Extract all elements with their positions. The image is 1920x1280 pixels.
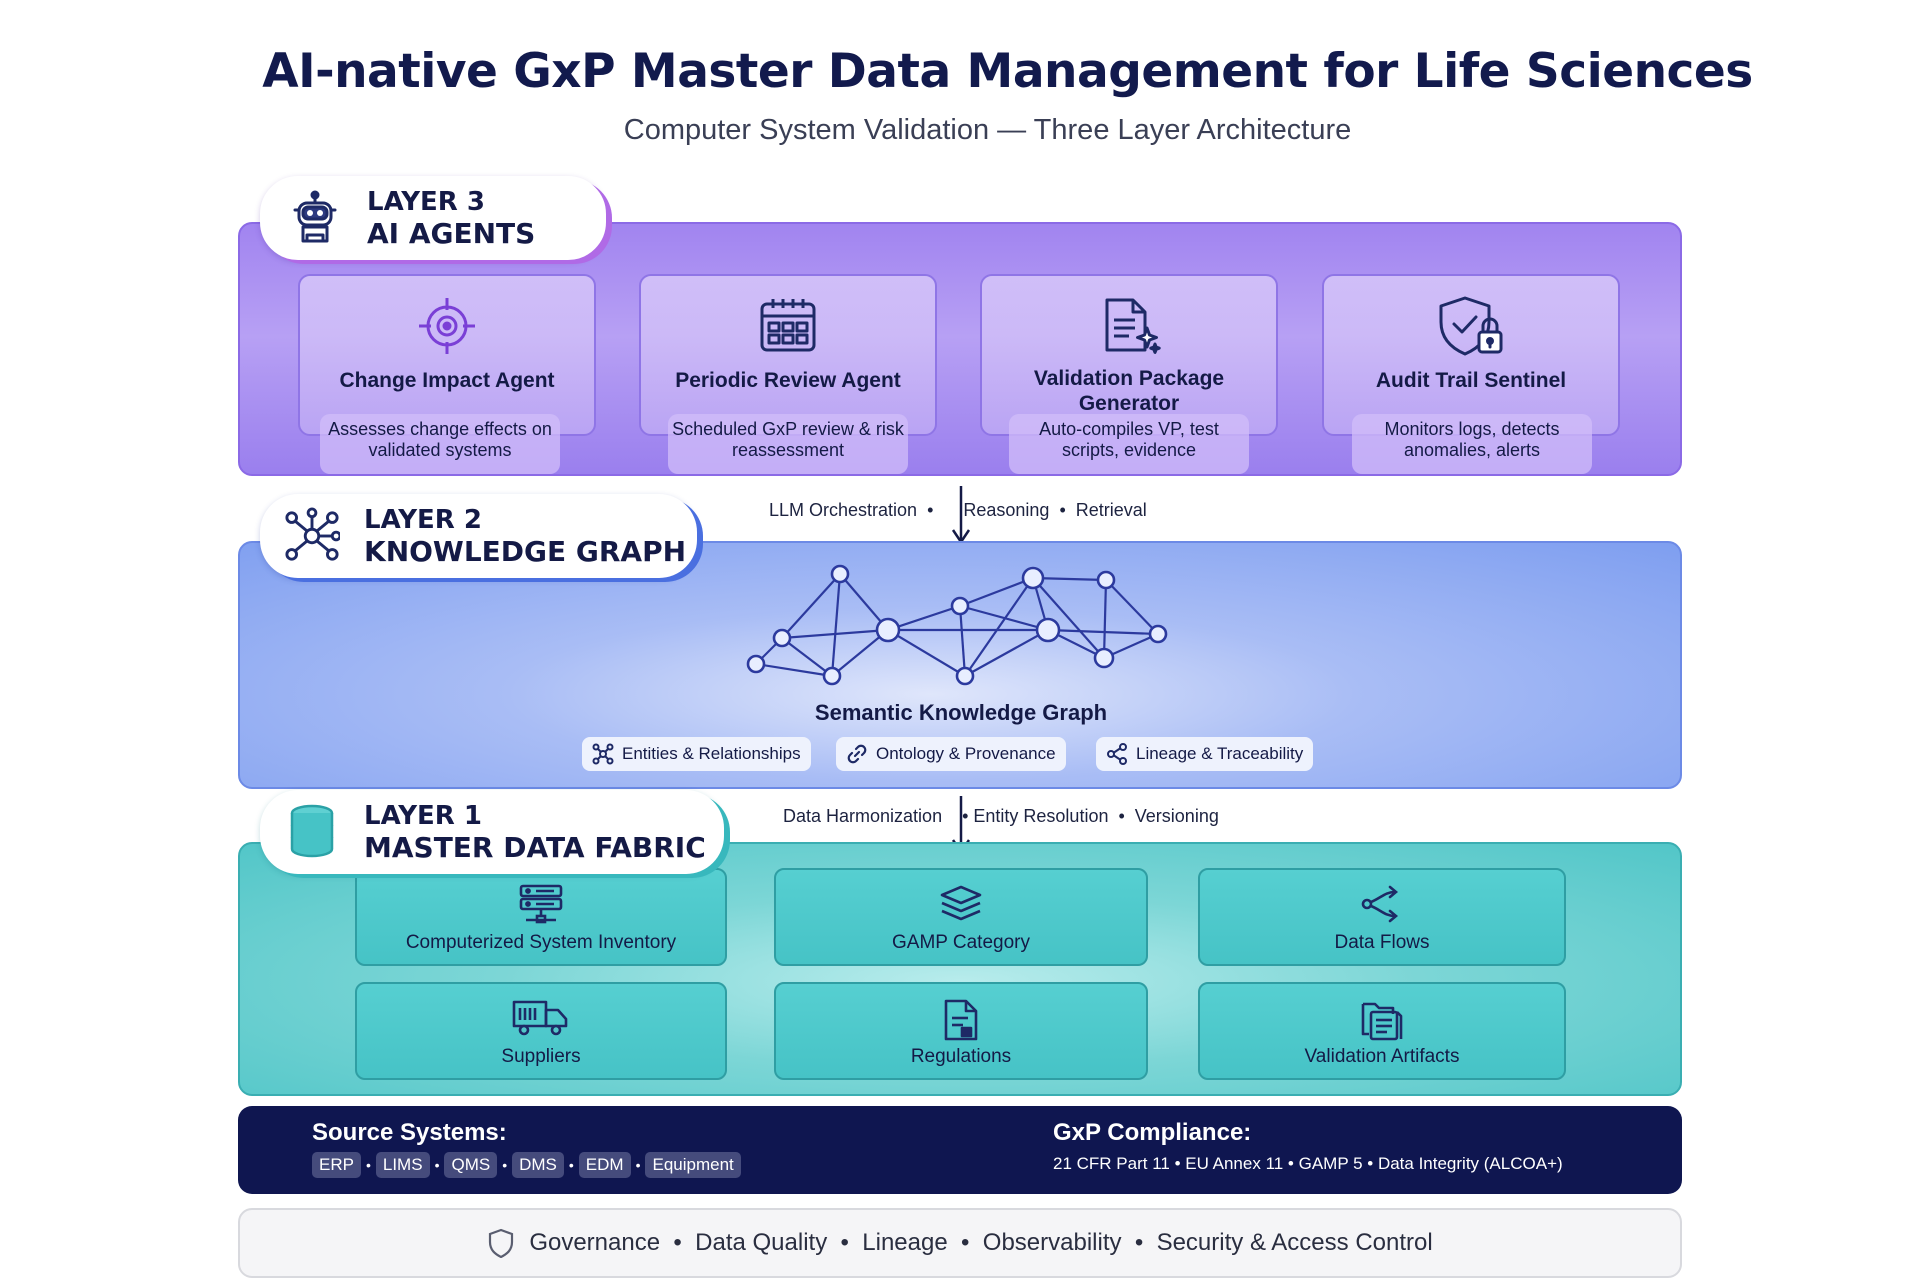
governance-item: Lineage bbox=[862, 1229, 948, 1256]
gxp-compliance-title: GxP Compliance: bbox=[1053, 1119, 1252, 1146]
shield-lock-icon bbox=[1324, 294, 1618, 358]
database-icon bbox=[284, 804, 340, 860]
layer2-label-top: LAYER 2 bbox=[364, 505, 482, 535]
layer2-tag: LAYER 2 KNOWLEDGE GRAPH bbox=[260, 494, 697, 578]
agent-name: Audit Trail Sentinel bbox=[1375, 369, 1567, 392]
connector-lower: Data Harmonization • Entity Resolution •… bbox=[783, 806, 1219, 826]
gxp-compliance-list: 21 CFR Part 11 • EU Annex 11 • GAMP 5 • … bbox=[1053, 1154, 1563, 1173]
source-compliance-bar bbox=[238, 1106, 1682, 1194]
server-icon bbox=[357, 884, 725, 924]
chip-label: Ontology & Provenance bbox=[876, 744, 1056, 763]
nodes-icon bbox=[592, 743, 614, 765]
truck-icon bbox=[357, 998, 725, 1038]
regulation-doc-icon bbox=[776, 998, 1146, 1042]
connector-upper-b: Reasoning bbox=[963, 500, 1050, 520]
source-systems-title: Source Systems: bbox=[312, 1119, 507, 1146]
fabric-item-label: Suppliers bbox=[501, 1046, 581, 1067]
agent-card-validation-package[interactable]: Validation Package Generator bbox=[980, 274, 1278, 436]
connector-upper: LLM Orchestration • Reasoning • Retrieva… bbox=[769, 500, 1147, 520]
layer3-label: LAYER 3 AI AGENTS bbox=[367, 186, 535, 250]
fabric-item-data-flows[interactable]: Data Flows bbox=[1198, 868, 1566, 966]
connector-lower-c: Versioning bbox=[1134, 806, 1219, 826]
down-arrow-icon bbox=[951, 486, 971, 545]
knowledge-graph-title: Semantic Knowledge Graph bbox=[814, 700, 1108, 725]
target-icon bbox=[300, 294, 594, 358]
layer1-label-top: LAYER 1 bbox=[364, 801, 482, 831]
layer2-label-bottom: KNOWLEDGE GRAPH bbox=[364, 535, 687, 568]
files-icon bbox=[1200, 998, 1564, 1042]
chip-entities: Entities & Relationships bbox=[582, 737, 811, 771]
layer2-label: LAYER 2 KNOWLEDGE GRAPH bbox=[364, 504, 686, 568]
governance-item: Data Quality bbox=[695, 1229, 828, 1256]
connector-lower-a: Data Harmonization bbox=[783, 806, 943, 826]
layer1-label-bottom: MASTER DATA FABRIC bbox=[364, 831, 706, 864]
agent-desc: Monitors logs, detects anomalies, alerts bbox=[1352, 414, 1592, 474]
page-title: AI-native GxP Master Data Management for… bbox=[262, 44, 1753, 99]
graph-network-icon bbox=[284, 507, 340, 564]
flow-icon bbox=[1200, 884, 1564, 924]
fabric-item-system-inventory[interactable]: Computerized System Inventory bbox=[355, 868, 727, 966]
layers-icon bbox=[776, 884, 1146, 924]
link-icon bbox=[847, 744, 867, 764]
layer1-label: LAYER 1 MASTER DATA FABRIC bbox=[364, 800, 706, 864]
governance-item: Governance bbox=[529, 1229, 661, 1256]
fabric-item-label: GAMP Category bbox=[892, 932, 1030, 953]
source-chip: DMS bbox=[512, 1152, 564, 1178]
knowledge-graph-network bbox=[746, 564, 1168, 686]
layer3-label-bottom: AI AGENTS bbox=[367, 217, 536, 250]
calendar-icon bbox=[641, 294, 935, 358]
chip-ontology: Ontology & Provenance bbox=[836, 737, 1066, 771]
fabric-item-validation-artifacts[interactable]: Validation Artifacts bbox=[1198, 982, 1566, 1080]
agent-card-periodic-review[interactable]: Periodic Review Agent bbox=[639, 274, 937, 436]
agent-name: Periodic Review Agent bbox=[675, 369, 901, 392]
agent-card-audit-trail[interactable]: Audit Trail Sentinel bbox=[1322, 274, 1620, 436]
chip-lineage: Lineage & Traceability bbox=[1096, 737, 1314, 771]
robot-icon bbox=[287, 190, 343, 246]
source-chip: Equipment bbox=[645, 1152, 741, 1178]
fabric-item-label: Data Flows bbox=[1334, 932, 1430, 953]
governance-bar: Governance • Data Quality • Lineage • Ob… bbox=[238, 1208, 1682, 1278]
connector-lower-b: Entity Resolution bbox=[973, 806, 1109, 826]
connector-upper-c: Retrieval bbox=[1075, 500, 1147, 520]
agent-name: Change Impact Agent bbox=[339, 369, 555, 392]
fabric-item-regulations[interactable]: Regulations bbox=[774, 982, 1148, 1080]
layer1-tag: LAYER 1 MASTER DATA FABRIC bbox=[260, 790, 724, 874]
agent-desc: Scheduled GxP review & risk reassessment bbox=[668, 414, 908, 474]
fabric-item-gamp-category[interactable]: GAMP Category bbox=[774, 868, 1148, 966]
page-subtitle: Computer System Validation — Three Layer… bbox=[623, 114, 1352, 146]
source-systems-list: ERP• LIMS• QMS• DMS• EDM• Equipment bbox=[312, 1152, 741, 1178]
governance-item: Observability bbox=[982, 1229, 1122, 1256]
fabric-item-label: Regulations bbox=[910, 1046, 1012, 1067]
shield-icon bbox=[489, 1228, 514, 1258]
layer3-label-top: LAYER 3 bbox=[367, 187, 485, 217]
governance-item: Security & Access Control bbox=[1156, 1229, 1433, 1256]
source-chip: ERP bbox=[312, 1152, 361, 1178]
layer3-tag: LAYER 3 AI AGENTS bbox=[260, 176, 606, 260]
document-sparkle-icon bbox=[982, 294, 1276, 358]
connector-upper-a: LLM Orchestration bbox=[769, 500, 918, 520]
chip-label: Entities & Relationships bbox=[622, 744, 801, 763]
source-chip: QMS bbox=[444, 1152, 498, 1178]
fabric-item-suppliers[interactable]: Suppliers bbox=[355, 982, 727, 1080]
agent-card-change-impact[interactable]: Change Impact Agent bbox=[298, 274, 596, 436]
share-icon bbox=[1107, 743, 1127, 765]
fabric-item-label: Computerized System Inventory bbox=[405, 932, 677, 953]
agent-desc: Auto-compiles VP, test scripts, evidence bbox=[1009, 414, 1249, 474]
fabric-item-label: Validation Artifacts bbox=[1304, 1046, 1460, 1067]
chip-label: Lineage & Traceability bbox=[1136, 744, 1304, 763]
source-chip: LIMS bbox=[375, 1152, 430, 1178]
source-chip: EDM bbox=[578, 1152, 631, 1178]
agent-name: Validation Package Generator bbox=[1033, 367, 1225, 415]
agent-desc: Assesses change effects on validated sys… bbox=[320, 414, 560, 474]
